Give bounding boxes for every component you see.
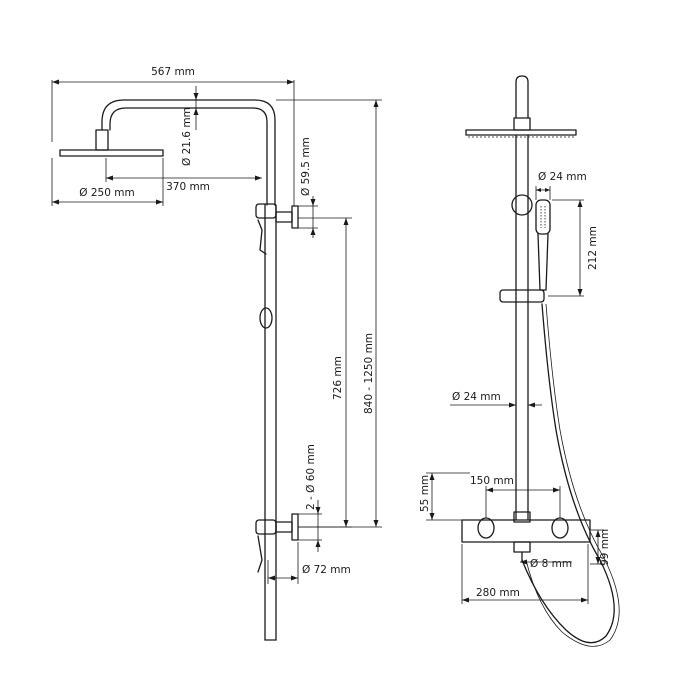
upper-wall-bracket xyxy=(255,203,299,255)
dim-upper-pipe: Ø 59.5 mm xyxy=(298,137,318,238)
outlet-diameter-label: Ø 8 mm xyxy=(530,558,572,570)
upper-bracket-arm xyxy=(275,211,293,223)
shower-head-plate xyxy=(59,149,164,157)
upper-connector xyxy=(511,194,533,216)
top-riser-cap xyxy=(515,75,529,119)
hand-shower-handle xyxy=(537,233,549,291)
thermostatic-mixer xyxy=(461,511,591,563)
dim-hand-shower-length: 212 mm xyxy=(548,199,599,297)
dim-mixer-width: 280 mm xyxy=(461,544,589,604)
dim-outlet-diameter: Ø 8 mm xyxy=(520,558,572,570)
arm-length-label: 370 mm xyxy=(166,181,210,193)
front-view: Ø 24 mm 212 mm Ø 24 mm 150 mm xyxy=(419,75,620,647)
head-diameter-label: Ø 250 mm xyxy=(79,187,134,199)
dim-arm-pipe: Ø 21.6 mm xyxy=(181,86,199,166)
shower-head-front xyxy=(465,117,577,138)
dim-head-diameter: Ø 250 mm xyxy=(51,158,164,206)
dim-mixer-depth: 99 mm xyxy=(590,529,611,566)
hand-shower-diameter-label: Ø 24 mm xyxy=(538,171,587,183)
slider xyxy=(259,307,273,329)
hand-shower-holder xyxy=(257,219,267,255)
dim-total-height: 840 - 1250 mm xyxy=(276,99,382,528)
mixer-top-outlet xyxy=(513,511,531,523)
upper-bracket-flange xyxy=(291,205,299,229)
mixer-bottom-outlet xyxy=(513,541,531,553)
lower-bracket-hose xyxy=(257,535,263,573)
shower-head xyxy=(59,129,164,157)
hose-outer xyxy=(521,303,615,644)
mixer-left-handle xyxy=(477,517,495,539)
mixer-right-handle xyxy=(551,517,569,539)
overhead-arm-inner xyxy=(109,107,268,206)
bracket-diameter-label: 2 - Ø 60 mm xyxy=(305,444,317,510)
hand-shower-length-label: 212 mm xyxy=(587,226,599,270)
mixer-width-label: 280 mm xyxy=(476,587,520,599)
wall-flange-label: Ø 72 mm xyxy=(302,564,351,576)
slider-bracket xyxy=(499,289,545,303)
mixer-height-label: 55 mm xyxy=(419,475,431,512)
lower-bracket-arm xyxy=(275,521,293,533)
dim-bracket-spacing: 726 mm xyxy=(298,217,352,528)
shower-head-front-connector xyxy=(513,117,531,131)
total-height-label: 840 - 1250 mm xyxy=(363,333,375,414)
upper-bracket-clamp xyxy=(255,203,277,219)
dim-mixer-height: 55 mm xyxy=(419,472,470,521)
lower-bracket-flange xyxy=(291,513,299,541)
overhead-arm xyxy=(101,99,276,206)
dim-bracket-diameter: 2 - Ø 60 mm xyxy=(298,444,322,552)
mixer-depth-label: 99 mm xyxy=(599,529,611,566)
shower-head-connector xyxy=(95,129,109,151)
dim-wall-flange: Ø 72 mm xyxy=(267,542,351,584)
dim-arm-length: 370 mm xyxy=(105,158,262,193)
arm-pipe-label: Ø 21.6 mm xyxy=(181,107,193,166)
dim-overall-width: 567 mm xyxy=(51,66,295,206)
mixer-body xyxy=(461,519,591,543)
upper-pipe-label: Ø 59.5 mm xyxy=(300,137,312,196)
hand-shower xyxy=(535,199,551,291)
bracket-spacing-label: 726 mm xyxy=(332,356,344,400)
side-view: 567 mm Ø 21.6 mm 370 mm Ø 250 mm xyxy=(51,66,382,641)
dim-riser-diameter: Ø 24 mm xyxy=(450,391,542,408)
lower-wall-bracket xyxy=(255,513,299,573)
hose-inner xyxy=(525,303,620,647)
hand-shower-head xyxy=(535,199,551,235)
inlet-spacing-label: 150 mm xyxy=(470,475,514,487)
dim-inlet-spacing: 150 mm xyxy=(470,475,561,518)
shower-head-front-plate xyxy=(465,129,577,136)
lower-bracket-clamp xyxy=(255,519,277,535)
overall-width-label: 567 mm xyxy=(151,66,195,78)
dim-hand-shower-diameter: Ø 24 mm xyxy=(535,171,587,200)
riser-diameter-label: Ø 24 mm xyxy=(452,391,501,403)
